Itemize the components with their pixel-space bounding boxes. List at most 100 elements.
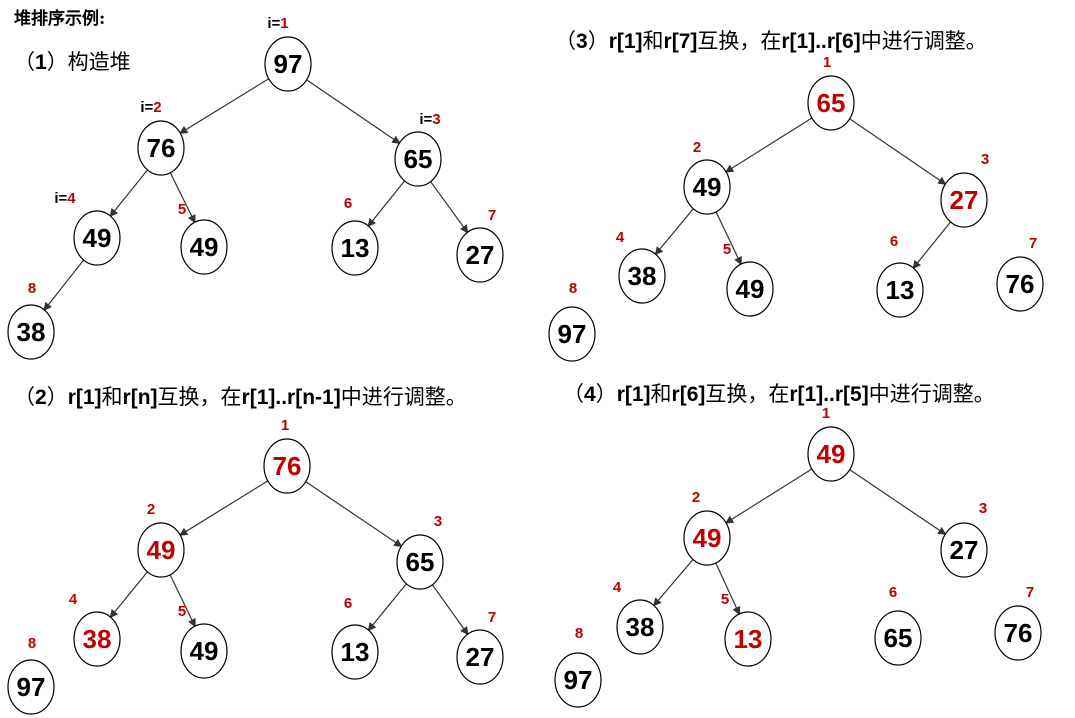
node-index-label: 5 — [723, 241, 731, 258]
tree-node-value: 76 — [1006, 269, 1035, 299]
caption-run: 和 — [101, 385, 123, 409]
index-number: 3 — [979, 500, 987, 517]
tree-edge — [848, 468, 947, 536]
tree-node-value: 49 — [190, 636, 219, 666]
tree-node-value: 49 — [190, 232, 219, 262]
tree-node-circle — [807, 75, 855, 131]
tree-node-value: 38 — [83, 624, 112, 654]
index-number: 8 — [575, 625, 583, 642]
index-number: 2 — [153, 99, 161, 116]
index-number: 2 — [147, 501, 155, 518]
index-number: 6 — [344, 595, 352, 612]
node-index-label: i=2 — [140, 99, 161, 116]
tree-node-value: 38 — [17, 317, 46, 347]
node-index-label: i=4 — [54, 190, 76, 207]
tree-edge — [169, 573, 196, 628]
index-number: 1 — [280, 15, 288, 32]
node-index-label: 4 — [613, 579, 622, 596]
tree-node-value: 27 — [466, 642, 495, 672]
node-index-label: 1 — [822, 405, 830, 422]
index-number: 7 — [1026, 584, 1034, 601]
index-number: 3 — [981, 151, 989, 168]
tree-edge — [714, 561, 741, 616]
tree-node-value: 49 — [147, 535, 176, 565]
tree-node-circle — [396, 534, 444, 590]
caption-run: r[1]..r[n-1] — [241, 386, 341, 409]
tree-edge — [43, 258, 85, 312]
tree-node-circle — [7, 304, 55, 360]
node-index-label: 8 — [569, 280, 577, 297]
index-number: 8 — [28, 635, 36, 652]
index-number: 1 — [822, 405, 830, 422]
tree-node-value: 49 — [83, 223, 112, 253]
tree-node-value: 49 — [736, 274, 765, 304]
tree-node-circle — [554, 652, 602, 708]
node-index-label: 7 — [488, 609, 496, 626]
tree-node-value: 13 — [341, 233, 370, 263]
tree-node-circle — [726, 261, 774, 317]
tree-node-value: 38 — [628, 261, 657, 291]
tree-node-circle — [807, 426, 855, 482]
node-index-label: 5 — [178, 603, 186, 620]
caption-run: 3 — [576, 30, 588, 53]
panel-1-caption: （1）构造堆 — [14, 46, 131, 76]
index-number: 7 — [488, 207, 496, 224]
node-index-label: 3 — [981, 151, 989, 168]
tree-node-circle — [73, 611, 121, 667]
tree-node-circle — [683, 159, 731, 215]
caption-run: ） — [46, 385, 68, 409]
tree-node-circle — [940, 522, 988, 578]
node-index-label: 1 — [281, 417, 289, 434]
caption-run: 中进行调整。 — [868, 382, 995, 406]
tree-edge — [714, 210, 742, 266]
node-index-label: i=3 — [419, 111, 440, 128]
node-index-label: i=1 — [267, 15, 288, 32]
tree-node-value: 97 — [564, 665, 593, 695]
index-number: 1 — [823, 54, 831, 71]
tree-node-circle — [137, 120, 185, 176]
index-number: 8 — [569, 280, 577, 297]
tree-edge — [304, 480, 403, 548]
index-number: 5 — [178, 201, 186, 218]
caption-run: r[6] — [671, 383, 706, 406]
caption-run: r[1]..r[5] — [789, 383, 869, 406]
caption-run: 4 — [584, 383, 596, 406]
node-index-label: 8 — [28, 280, 36, 297]
node-index-label: 2 — [692, 489, 700, 506]
caption-run: 互换，在 — [705, 382, 790, 406]
tree-edge — [848, 117, 947, 185]
caption-run: 2 — [35, 386, 47, 409]
tree-node-circle — [180, 623, 228, 679]
tree-node-value: 27 — [950, 535, 979, 565]
node-index-label: 3 — [979, 500, 987, 517]
caption-run: r[1]..r[6] — [781, 30, 861, 53]
tree-node-value: 65 — [404, 144, 433, 174]
tree-node-value: 27 — [950, 185, 979, 215]
tree-node-circle — [73, 210, 121, 266]
tree-node-value: 13 — [341, 637, 370, 667]
index-number: 6 — [889, 584, 897, 601]
node-index-label: 8 — [28, 635, 36, 652]
index-number: 2 — [693, 139, 701, 156]
tree-node-circle — [683, 510, 731, 566]
tree-node-circle — [331, 220, 379, 276]
tree-edge — [109, 570, 149, 619]
tree-node-circle — [456, 629, 504, 685]
caption-run: ）构造堆 — [46, 50, 131, 74]
index-number: 7 — [1029, 235, 1037, 252]
index-number: 4 — [69, 591, 78, 608]
index-number: 7 — [488, 609, 496, 626]
tree-node-circle — [724, 611, 772, 667]
index-number: 1 — [281, 417, 289, 434]
node-index-label: 6 — [344, 595, 352, 612]
index-number: 5 — [721, 591, 729, 608]
node-index-label: 4 — [69, 591, 78, 608]
node-index-label: 6 — [890, 233, 898, 250]
node-index-label: 4 — [616, 229, 625, 246]
tree-node-circle — [137, 522, 185, 578]
caption-run: 和 — [650, 382, 672, 406]
tree-node-circle — [618, 248, 666, 304]
